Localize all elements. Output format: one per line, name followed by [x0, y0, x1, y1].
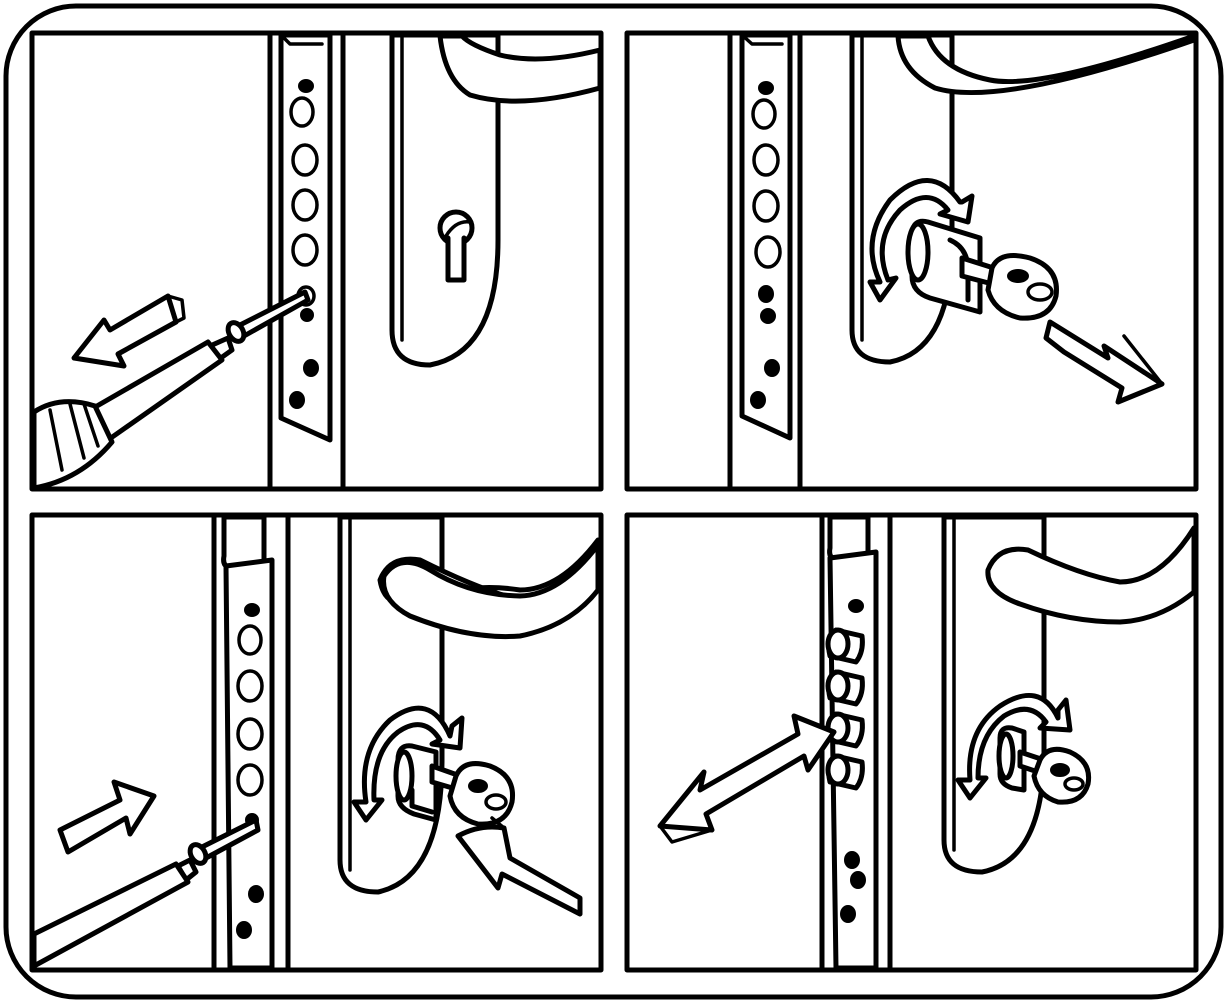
screwdriver-icon: [31, 817, 261, 969]
faceplate-holes: [840, 599, 866, 923]
arrow-right-icon: [57, 779, 157, 855]
key-icon: [959, 253, 1059, 321]
keyhole-icon: [437, 209, 475, 283]
rotate-arrow-icon: [955, 693, 1073, 801]
lock-faceplate: [278, 32, 333, 443]
key-icon: [1017, 746, 1092, 805]
door-handle: [437, 33, 603, 104]
panel-border: [29, 512, 604, 973]
faceplate-holes: [750, 81, 782, 409]
rotate-arrow-icon: [867, 178, 975, 303]
faceplate-holes: [236, 603, 264, 939]
arrow-up-left-icon: [455, 816, 583, 917]
arrow-right-icon: [1043, 319, 1165, 405]
key-icon: [429, 761, 516, 827]
double-arrow-icon: [657, 713, 837, 844]
panel-step-4: [624, 512, 1199, 973]
panel-step-1: [29, 30, 604, 492]
panel-border: [624, 512, 1199, 973]
panel-step-2: [624, 30, 1199, 492]
door-handle: [985, 525, 1197, 625]
panel-step-3: [29, 512, 604, 973]
arrow-left-icon: [71, 293, 186, 369]
lock-cylinder-icon: [393, 743, 439, 823]
lock-cylinder-icon: [905, 218, 983, 315]
screwdriver-icon: [31, 289, 311, 491]
outer-frame: [3, 3, 1224, 1000]
door-escutcheon: [389, 32, 501, 368]
door-handle: [895, 33, 1197, 96]
extended-bolts: [825, 627, 865, 791]
lock-cylinder-icon: [996, 725, 1027, 793]
faceplate-holes: [289, 79, 319, 409]
rotate-arrow-icon: [351, 705, 465, 823]
